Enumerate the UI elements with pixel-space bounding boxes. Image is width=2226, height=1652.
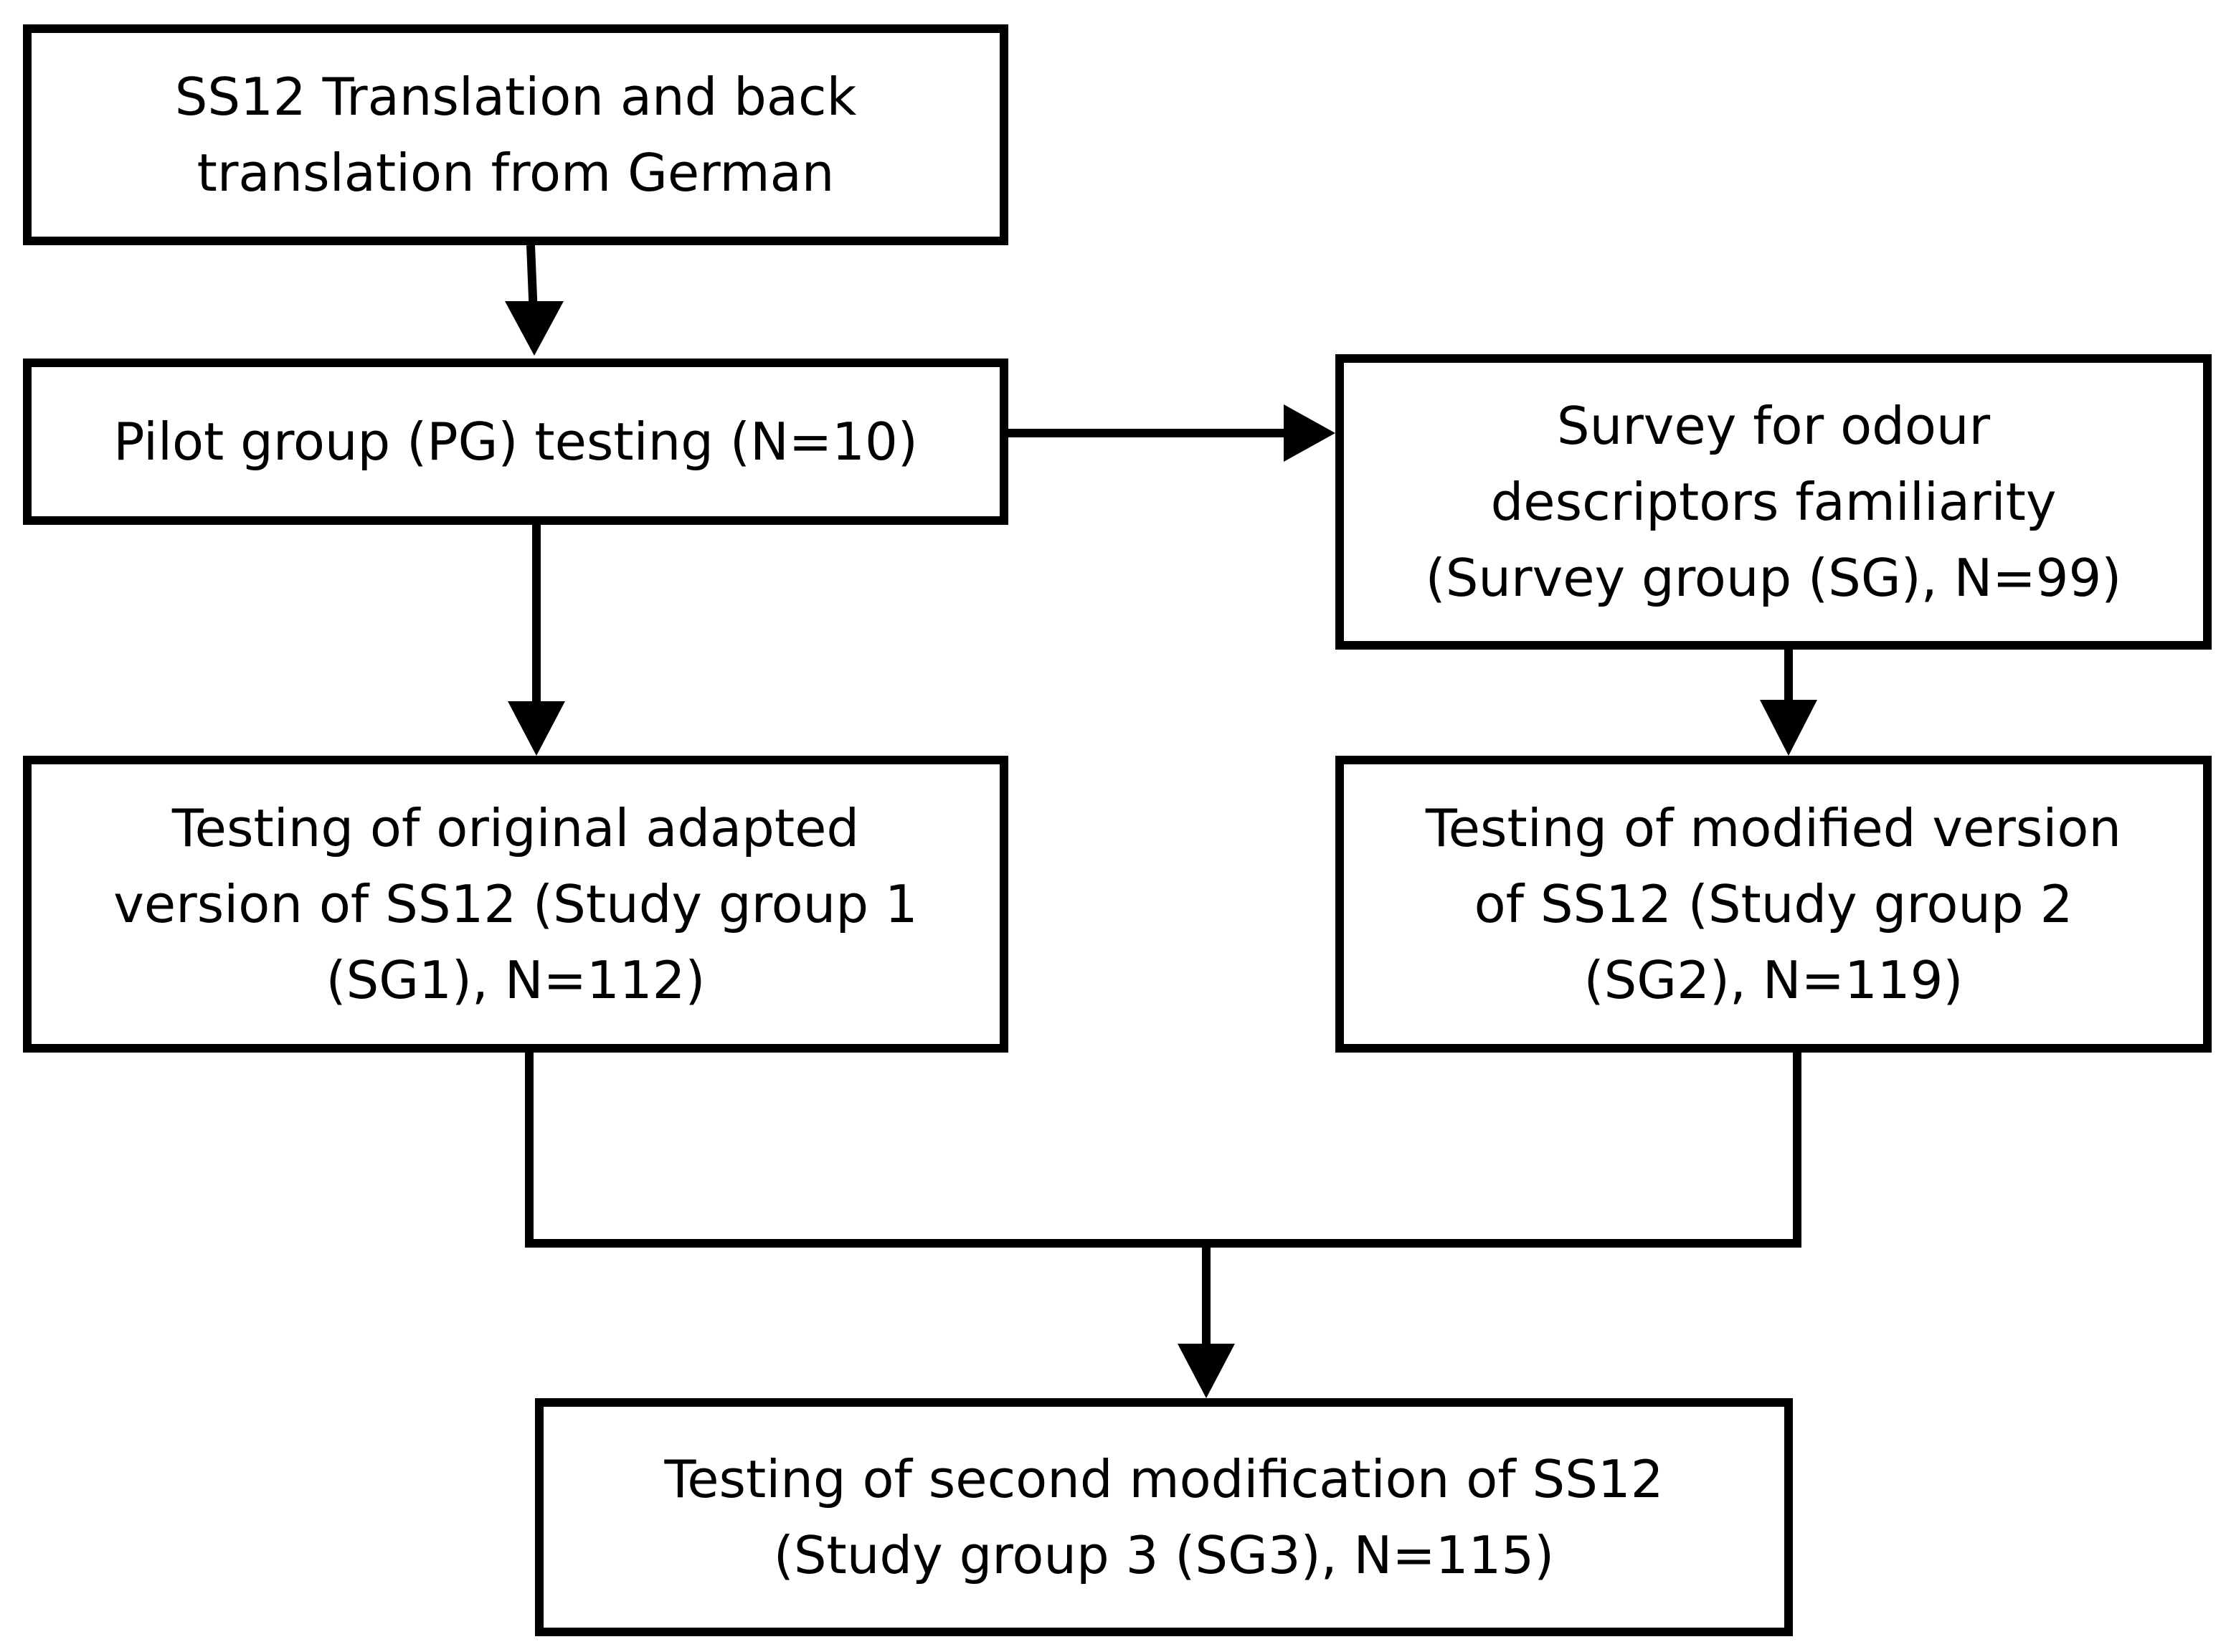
box-pilot: Pilot group (PG) testing (N=10)	[23, 359, 1008, 525]
arrowhead-merge-sg3	[1178, 1344, 1235, 1398]
box-translation-line-1: SS12 Translation and back	[174, 67, 857, 127]
box-pilot-line-1: Pilot group (PG) testing (N=10)	[113, 412, 918, 472]
box-sg2-line-3: (SG2), N=119)	[1583, 950, 1964, 1010]
box-sg1-line-2: version of SS12 (Study group 1	[113, 874, 918, 934]
arrowhead-pilot-survey	[1284, 404, 1335, 462]
box-sg3-line-2: (Study group 3 (SG3), N=115)	[773, 1525, 1555, 1585]
box-sg2-line-1: Testing of modified version	[1425, 798, 2122, 858]
box-sg2: Testing of modified version of SS12 (Stu…	[1335, 756, 2212, 1053]
arrowhead-translation-pilot	[505, 301, 564, 356]
connector-sg1-sg2-merge	[525, 1053, 1801, 1248]
box-sg2-line-2: of SS12 (Study group 2	[1474, 874, 2073, 934]
box-translation: SS12 Translation and back translation fr…	[23, 24, 1008, 245]
box-sg3-line-1: Testing of second modification of SS12	[664, 1449, 1664, 1509]
arrowhead-survey-sg2	[1760, 700, 1817, 756]
box-survey-line-3: (Survey group (SG), N=99)	[1425, 548, 2122, 608]
box-survey-line-2: descriptors familiarity	[1490, 472, 2057, 532]
box-survey: Survey for odour descriptors familiarity…	[1335, 354, 2212, 650]
box-survey-line-1: Survey for odour	[1556, 396, 1991, 456]
box-sg1-line-3: (SG1), N=112)	[326, 950, 706, 1010]
box-sg3: Testing of second modification of SS12 (…	[535, 1398, 1793, 1636]
box-translation-line-2: translation from German	[196, 143, 835, 203]
box-sg1: Testing of original adapted version of S…	[23, 756, 1008, 1053]
box-sg1-line-1: Testing of original adapted	[171, 798, 860, 858]
arrowhead-pilot-sg1	[508, 701, 565, 756]
